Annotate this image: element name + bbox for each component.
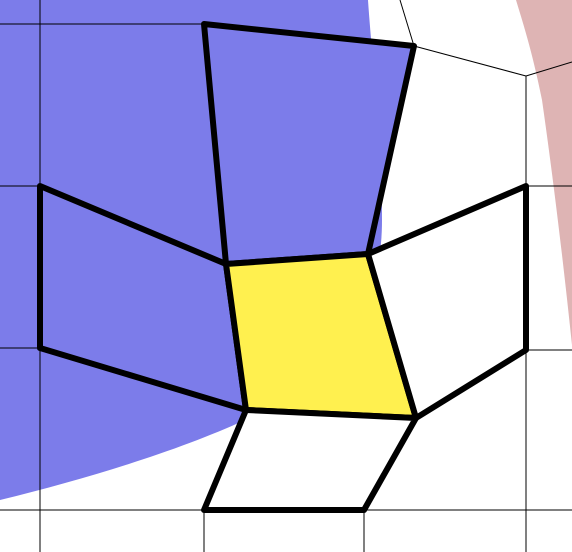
- grid-line: [413, 45, 527, 77]
- grid-line: [525, 61, 572, 77]
- tiles: [37, 21, 529, 513]
- tile-right[interactable]: [365, 183, 529, 421]
- grid-line: [399, 0, 415, 47]
- tile-top[interactable]: [201, 21, 417, 267]
- pink-region: [516, 0, 572, 345]
- tile-bottom[interactable]: [201, 407, 419, 513]
